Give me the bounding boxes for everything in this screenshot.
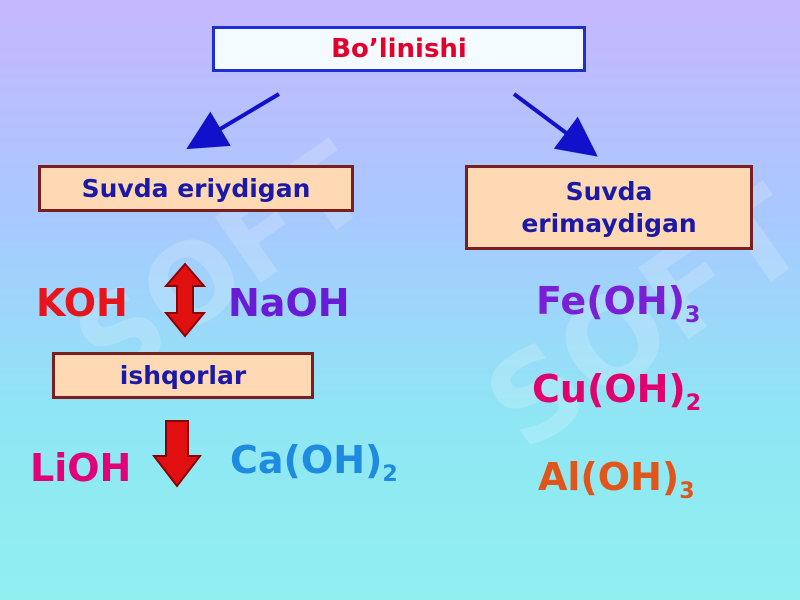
formula-cuoh2: Cu(OH)2 [532, 367, 702, 416]
insoluble-label-line1: Suvda [565, 176, 653, 206]
arrow-left-icon [186, 92, 281, 150]
arrow-right-icon [512, 92, 598, 157]
formula-koh: KOH [36, 281, 128, 325]
insoluble-box: Suvda erimaydigan [465, 165, 753, 250]
alkalis-label: ishqorlar [119, 360, 247, 390]
formula-caoh2: Ca(OH)2 [230, 438, 398, 487]
formula-aloh3: Al(OH)3 [538, 455, 695, 504]
soluble-box: Suvda eriydigan [38, 165, 354, 212]
double-arrow-icon [163, 262, 207, 338]
formula-feoh3: Fe(OH)3 [536, 279, 701, 328]
formula-lioh: LiOH [30, 446, 132, 490]
down-arrow-icon [151, 420, 203, 488]
title-box: Bo’linishi [212, 26, 586, 72]
insoluble-label-line2: erimaydigan [521, 208, 697, 238]
alkalis-box: ishqorlar [52, 352, 314, 399]
title-label: Bo’linishi [331, 34, 467, 64]
formula-naoh: NaOH [228, 281, 350, 325]
soluble-label: Suvda eriydigan [81, 173, 311, 203]
